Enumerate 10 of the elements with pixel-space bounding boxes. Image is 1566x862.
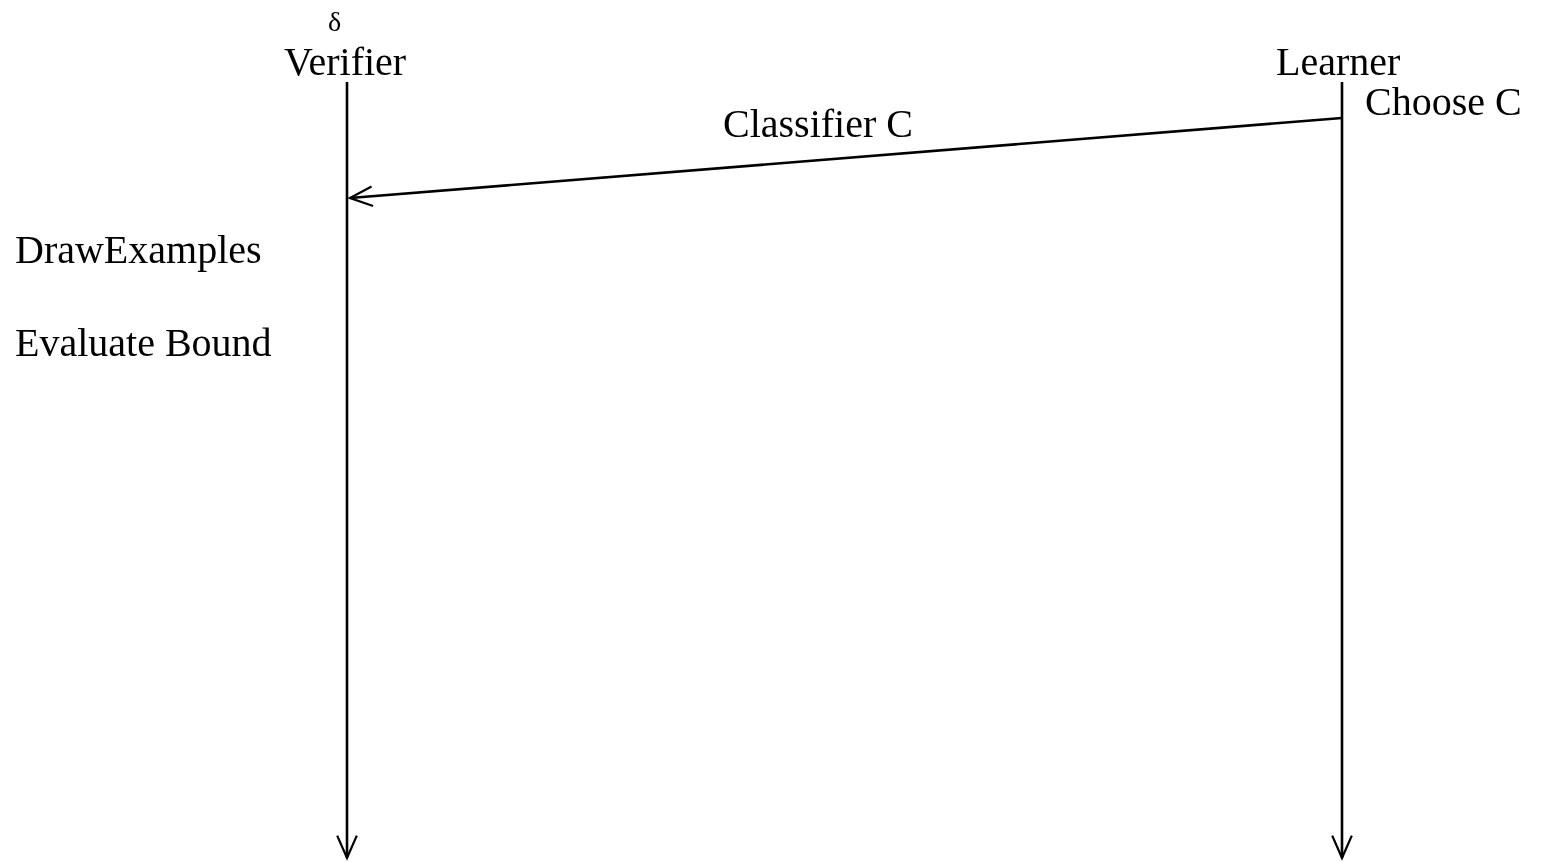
action-label: DrawExamples [15, 230, 262, 270]
lifeline-arrow [1331, 82, 1353, 860]
action-label: Choose C [1365, 82, 1522, 122]
lifeline-label: Verifier [284, 42, 407, 82]
lifeline-label: Learner [1276, 42, 1401, 82]
edge-label: Classifier C [723, 104, 913, 144]
action-label: Evaluate Bound [15, 323, 272, 363]
message-arrow [348, 116, 1343, 208]
symbol-label: δ [328, 8, 342, 36]
lifeline-arrow [336, 82, 358, 860]
